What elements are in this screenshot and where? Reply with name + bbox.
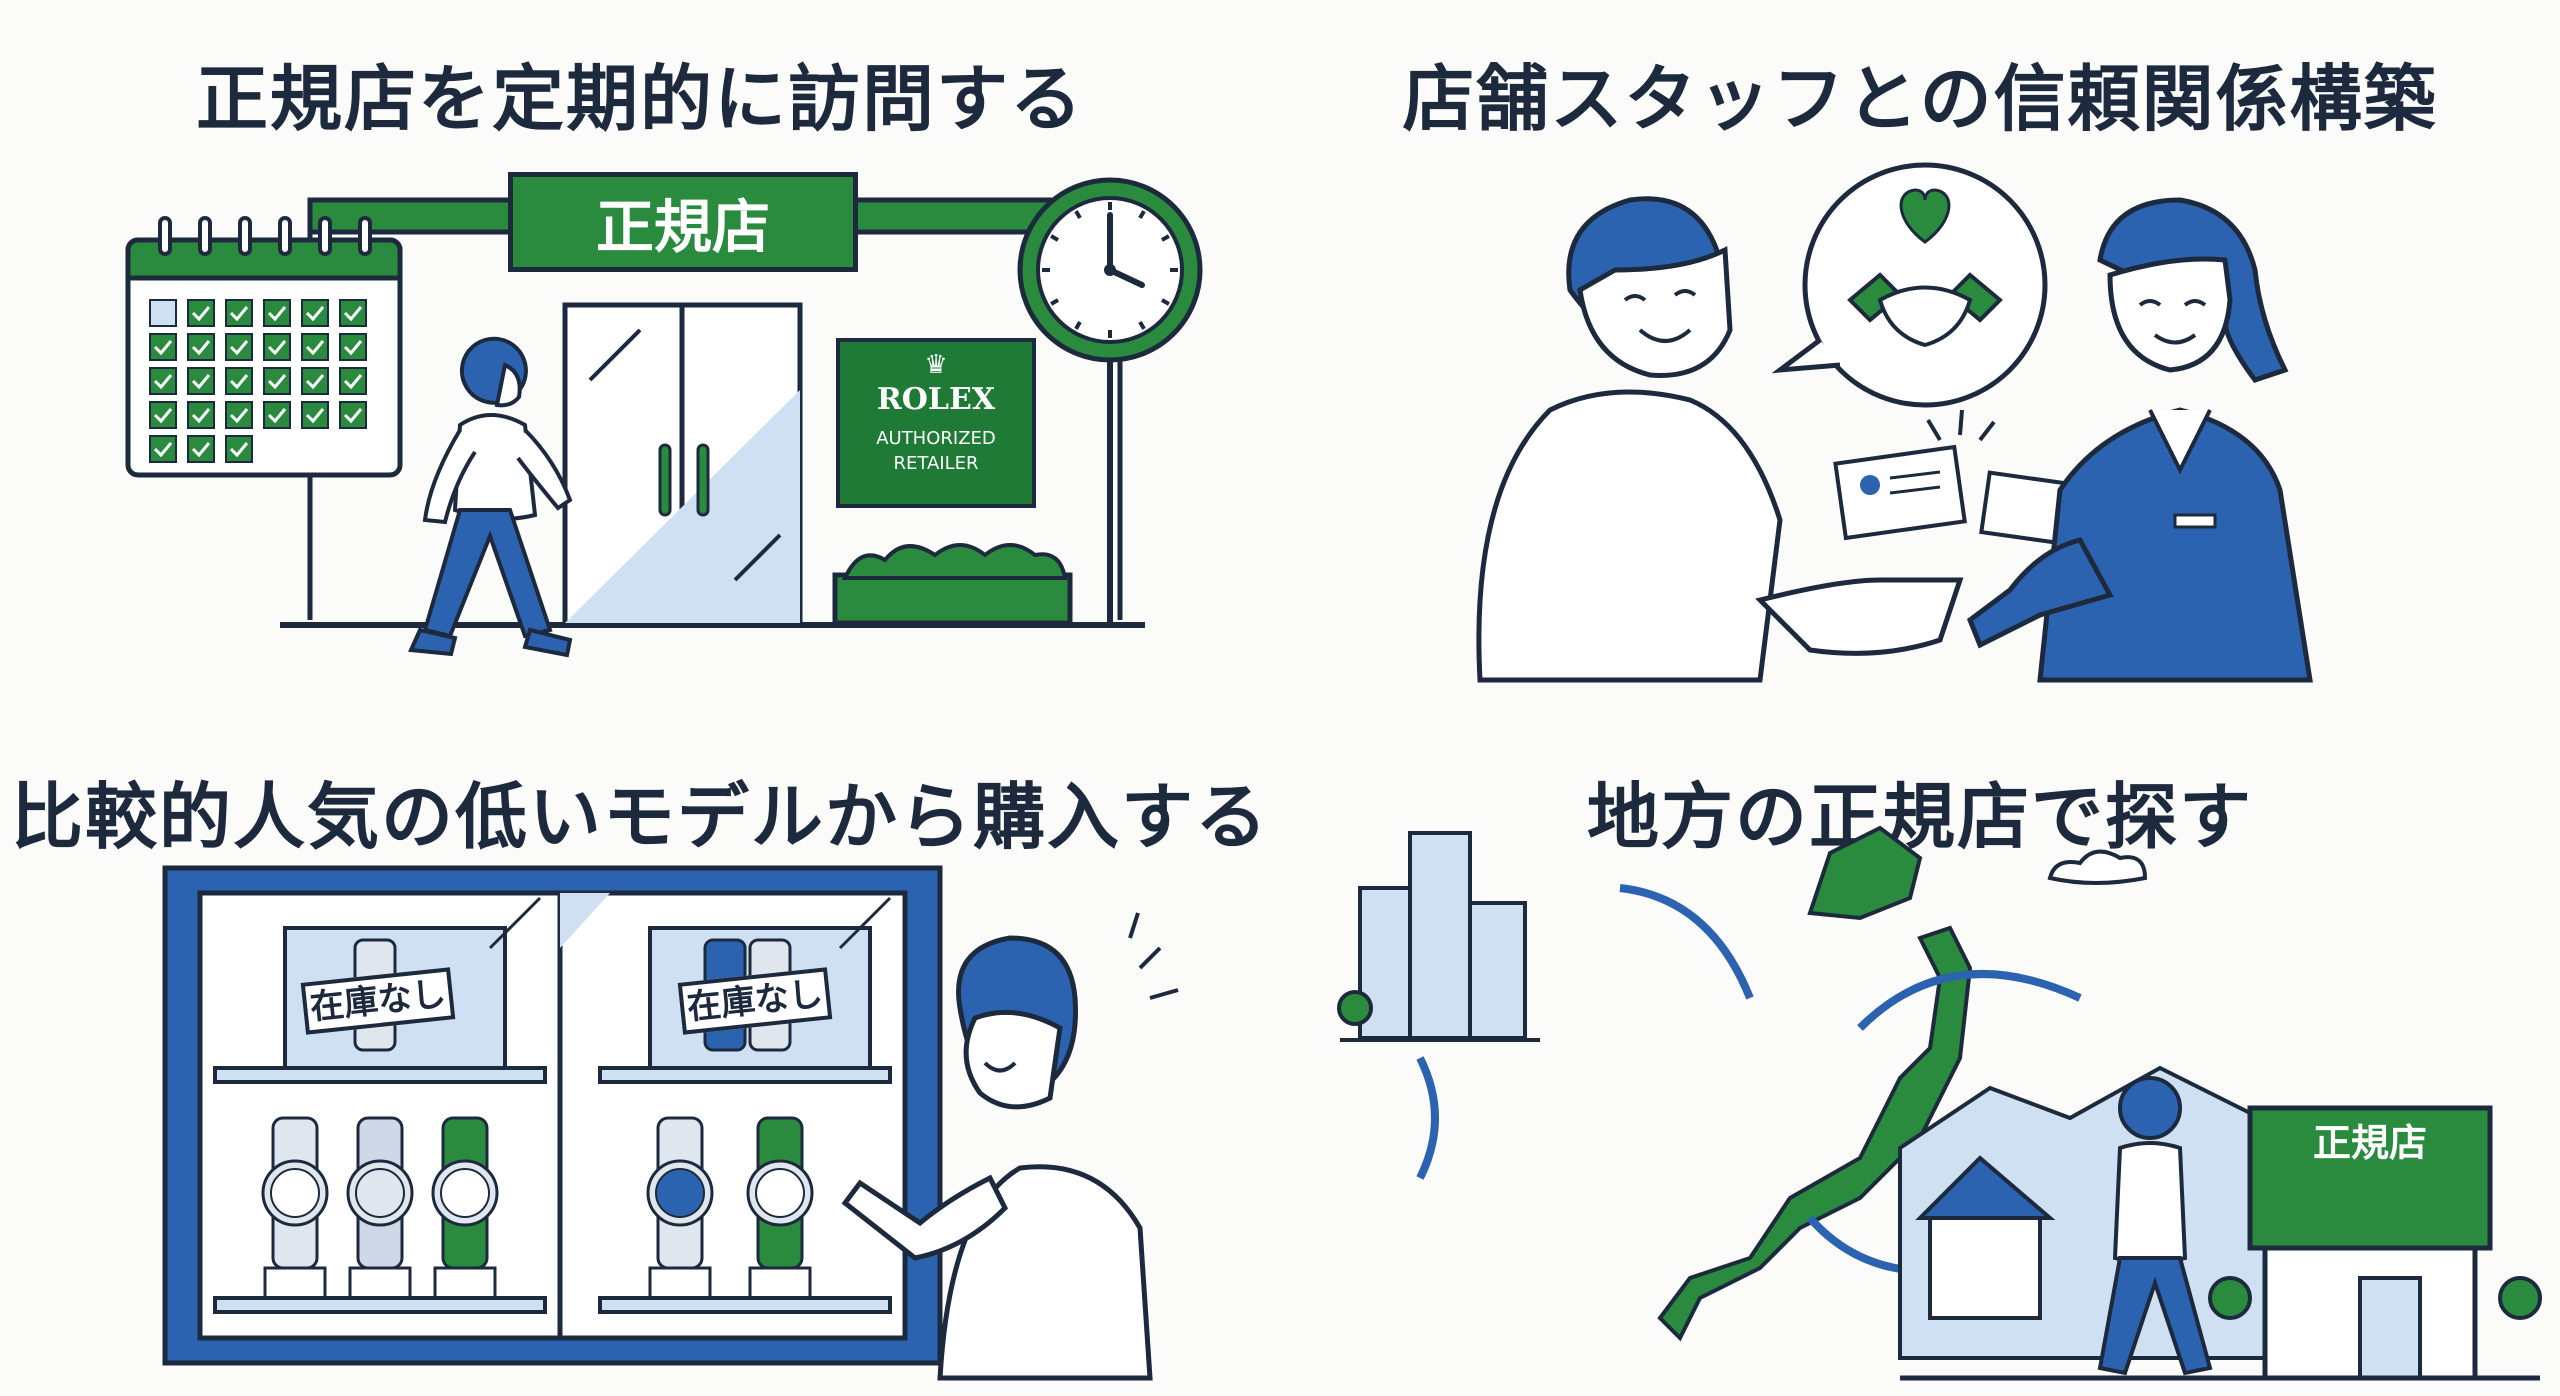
panel-visit: 正規店を定期的に訪問する 正規店 ♛ ROLEX AUTHORIZED RETA…	[0, 0, 1280, 698]
panel-title-trust: 店舗スタッフとの信頼関係構築	[1402, 57, 2438, 141]
regional-illustration	[1337, 825, 2542, 1381]
plaque-line1: AUTHORIZED	[876, 428, 996, 449]
watch-icon	[646, 1116, 714, 1300]
watch-icon	[261, 1116, 329, 1300]
trust-illustration	[1476, 162, 2313, 683]
handshake-icon	[1847, 272, 2003, 348]
regional-store-sign: 正規店	[2312, 1121, 2427, 1165]
showcase-illustration	[162, 865, 1179, 1381]
panel-title-lesser-models: 比較的人気の低いモデルから購入する	[10, 775, 1269, 859]
store-sign: 正規店	[508, 172, 858, 272]
store-illustration	[280, 197, 1145, 628]
crown-icon: ♛	[924, 350, 948, 380]
watch-icon	[431, 1116, 499, 1300]
watch-icon	[346, 1116, 414, 1300]
store-sign-label: 正規店	[595, 193, 770, 261]
watch-icon	[746, 1116, 814, 1300]
calendar-icon	[125, 216, 403, 478]
panel-title-regional: 地方の正規店で探す	[1586, 775, 2253, 859]
retailer-plaque: ♛ ROLEX AUTHORIZED RETAILER	[836, 338, 1036, 508]
clock-icon	[1017, 177, 1203, 363]
panel-lesser-models: 比較的人気の低いモデルから購入する 在庫なし 在庫なし	[0, 698, 1280, 1396]
panel-title-visit: 正規店を定期的に訪問する	[195, 57, 1084, 141]
plaque-line2: RETAILER	[893, 453, 979, 474]
plaque-brand: ROLEX	[876, 382, 996, 417]
panel-regional: 地方の正規店で探す	[1280, 698, 2560, 1396]
cloud-icon	[2047, 849, 2148, 885]
japan-map-icon	[1657, 825, 1973, 1342]
panel-trust: 店舗スタッフとの信頼関係構築	[1280, 0, 2560, 698]
heart-icon	[1899, 188, 1951, 244]
business-card-icon	[1833, 444, 1967, 541]
city-buildings-icon	[1337, 831, 1540, 1042]
walking-person	[408, 336, 573, 658]
